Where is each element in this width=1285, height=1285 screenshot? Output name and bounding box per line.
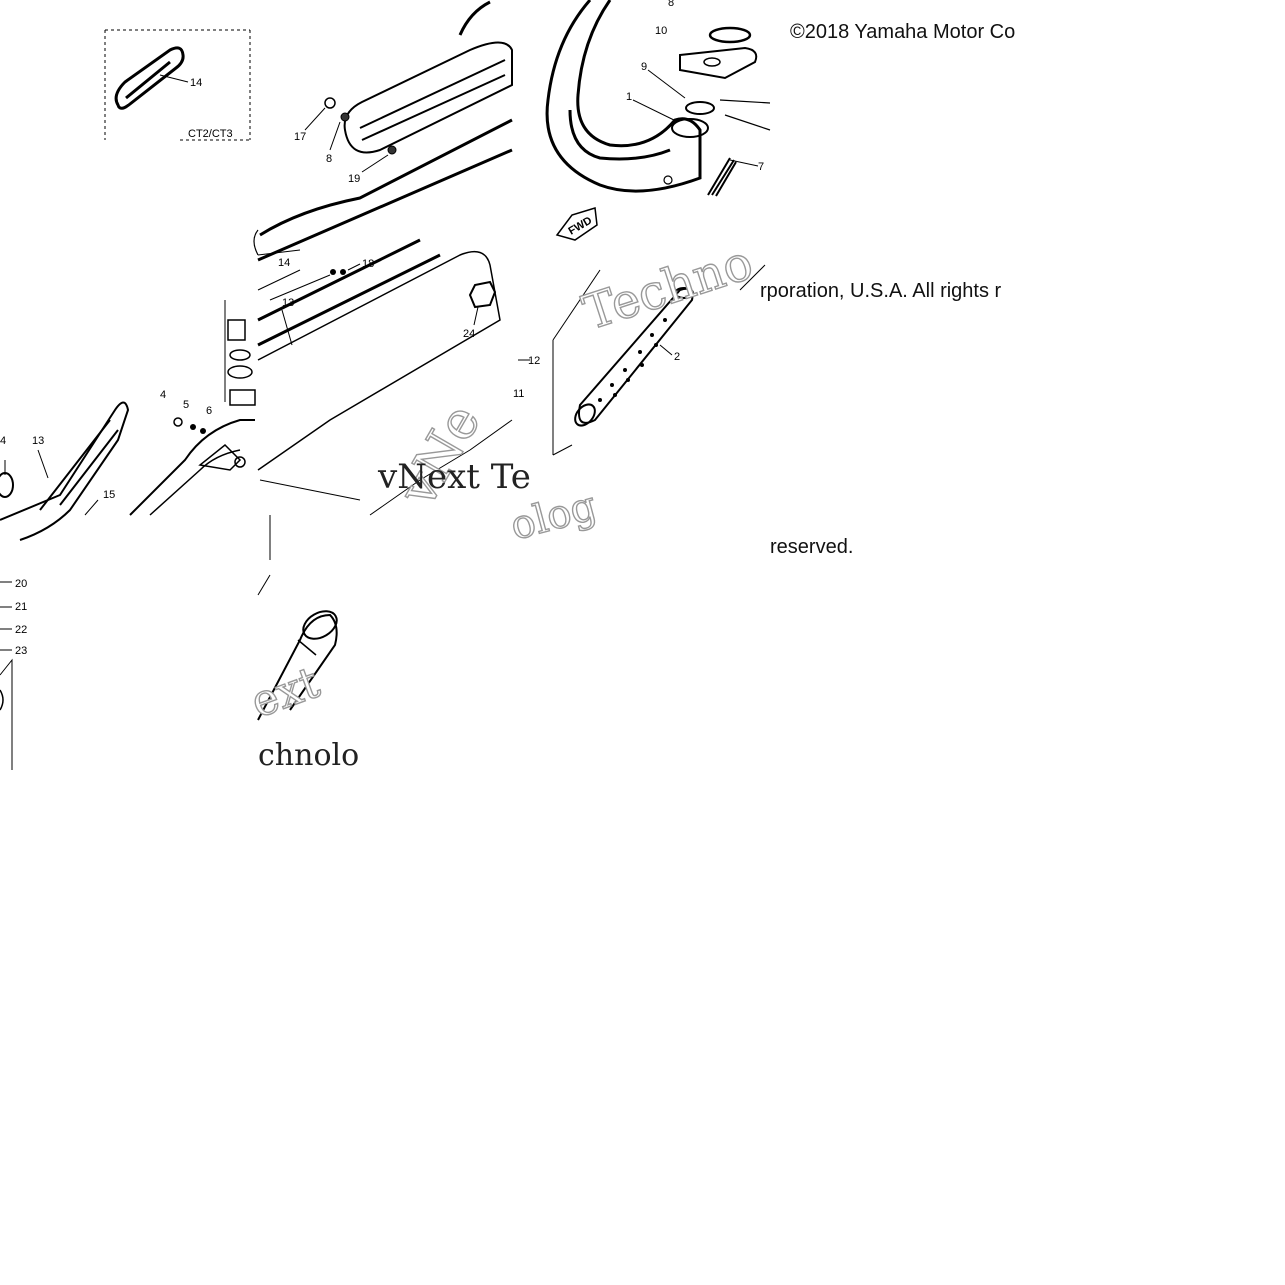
tail-pipe-tile (257, 515, 338, 721)
callout-1: 1 (626, 91, 632, 103)
callout-4a: 4 (0, 435, 6, 447)
muffler-heat-shield (343, 41, 513, 154)
baffle-tube-tile: 2 12 11 (513, 264, 766, 456)
callout-13a: 13 (32, 435, 44, 447)
model-tag: CT2/CT3 (188, 128, 233, 140)
callout-4b: 4 (160, 389, 166, 401)
watermark-vne: vNe (387, 395, 492, 517)
callout-12: 12 (528, 355, 540, 367)
callout-6: 6 (206, 405, 212, 417)
muffler-upper-tile: 17 8 19 (253, 0, 513, 262)
flange-10 (679, 46, 758, 80)
tail-pipe (257, 613, 338, 721)
exhaust-pipe (545, 0, 702, 193)
heat-guard-14 (114, 46, 185, 110)
baffle-holes (598, 318, 667, 402)
callout-18: 18 (362, 258, 374, 270)
hardware-tile: 20 21 22 23 (0, 578, 27, 770)
watermark-techno: Techno (576, 234, 759, 341)
callout-15: 15 (103, 489, 115, 501)
callout-11: 11 (513, 388, 524, 400)
callout-7: 7 (758, 161, 764, 173)
callout-23: 23 (15, 645, 27, 657)
callout-20: 20 (15, 578, 27, 590)
damper-24 (468, 280, 497, 309)
callout-17: 17 (294, 131, 306, 143)
watermark-ext: ext (244, 657, 326, 728)
muffler-body-tile: 24 18 13 14 (257, 238, 513, 516)
exhaust-pipe-tile: 7 8 10 9 1 FWD (545, 0, 771, 241)
callout-8b: 8 (326, 153, 332, 165)
callout-10: 10 (655, 25, 667, 37)
watermark-chnolo: chnolo (258, 738, 359, 773)
copyright-line-1: ©2018 Yamaha Motor Co (790, 21, 1016, 44)
callout-2: 2 (674, 351, 680, 363)
muffler-body (257, 250, 501, 471)
callout-22: 22 (15, 624, 27, 636)
callout-14b: 14 (278, 257, 290, 269)
callout-21: 21 (15, 601, 27, 613)
watermark-vnext-te: vNext Te (377, 457, 531, 497)
callout-9: 9 (641, 61, 647, 73)
heat-guard-13 (0, 401, 130, 541)
callout-5: 5 (183, 399, 189, 411)
callout-8a: 8 (668, 0, 674, 9)
spring-7 (707, 157, 737, 197)
fwd-arrow: FWD (555, 207, 598, 241)
copyright-line-2: rporation, U.S.A. All rights r (760, 280, 1002, 303)
callout-19: 19 (348, 173, 360, 185)
callout-24: 24 (463, 328, 475, 340)
lower-guard-tile: 4 13 15 4 5 6 (0, 300, 256, 541)
inset-box-ct2-ct3: 14 CT2/CT3 (104, 29, 251, 141)
callout-13b: 13 (282, 297, 294, 309)
copyright-line-3: reserved. (770, 536, 854, 559)
callout-14a: 14 (190, 77, 202, 89)
